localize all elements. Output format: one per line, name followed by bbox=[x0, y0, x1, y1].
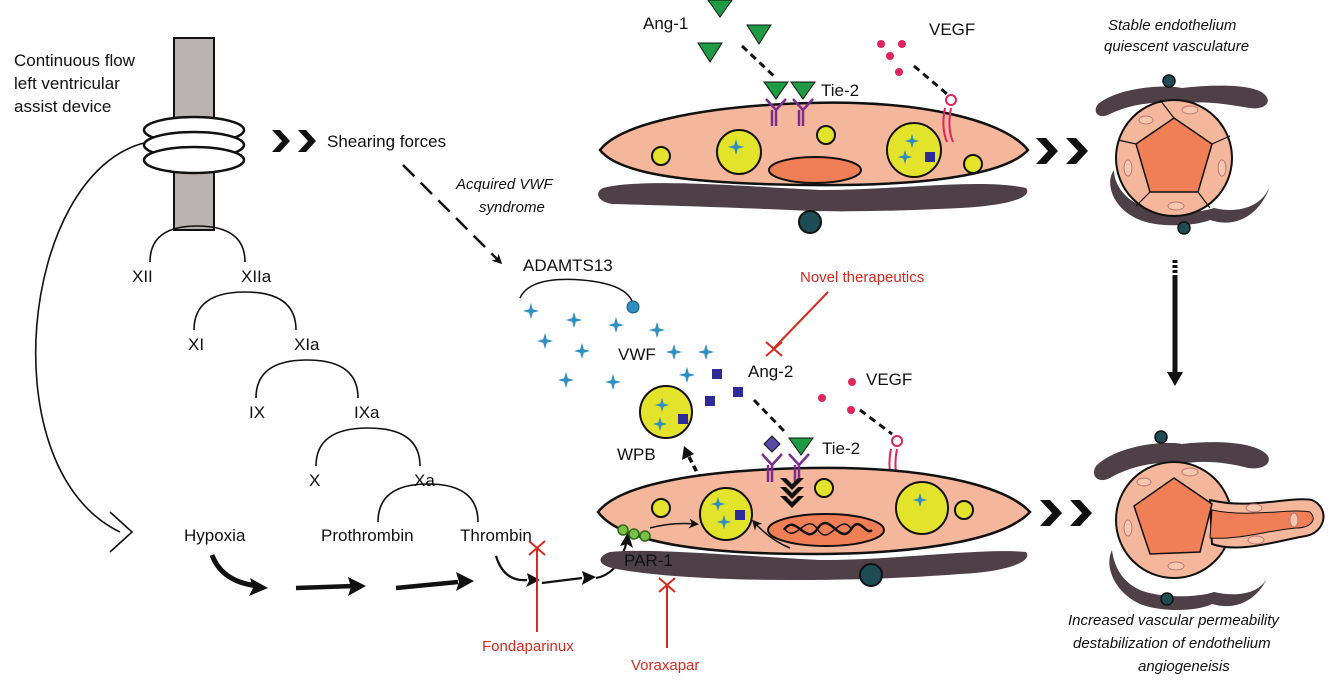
hypoxia-pathway-arrows bbox=[209, 543, 628, 591]
top-pericyte bbox=[598, 183, 1028, 234]
chevrons-to-destabilized bbox=[1040, 500, 1092, 526]
hypoxia-pathway-heads bbox=[249, 532, 633, 596]
voraxapar-label: Voraxapar bbox=[631, 657, 699, 674]
top-nucleus bbox=[768, 156, 862, 184]
vwf-label: VWF bbox=[618, 345, 656, 364]
adamts13-arc bbox=[519, 278, 634, 305]
increased-label-3: angiogeneisis bbox=[1138, 658, 1230, 675]
top-tie2-label: Tie-2 bbox=[821, 81, 859, 100]
shearing-forces-label: Shearing forces bbox=[327, 132, 446, 151]
device-to-hypoxia-arrow bbox=[34, 142, 145, 533]
bottom-wpb-inside bbox=[699, 481, 949, 541]
fondaparinux-inhibitor bbox=[528, 540, 546, 632]
ang1-label: Ang-1 bbox=[643, 14, 688, 33]
bottom-vegf-label: VEGF bbox=[866, 370, 912, 389]
nucleus-to-wpb-arrow bbox=[752, 519, 791, 549]
adamts13-label: ADAMTS13 bbox=[523, 256, 613, 275]
tie2-signal-chevrons bbox=[780, 478, 804, 508]
fondaparinux-label: Fondaparinux bbox=[482, 638, 574, 655]
hypoxia-label: Hypoxia bbox=[184, 526, 246, 545]
stable-vessel bbox=[1095, 74, 1270, 235]
stable-label-2: quiescent vasculature bbox=[1104, 38, 1249, 55]
wpb-granule bbox=[639, 385, 693, 439]
factor-ix: IX bbox=[249, 403, 265, 422]
novel-therapeutics-label: Novel therapeutics bbox=[800, 269, 924, 286]
acquired-vwf-label-2: syndrome bbox=[479, 199, 545, 216]
stable-to-destabilized-arrowhead bbox=[1167, 372, 1183, 386]
chevrons-to-stable bbox=[1036, 138, 1088, 164]
shearing-to-vwf-arrow bbox=[402, 164, 503, 265]
top-tie2-receptors bbox=[765, 98, 814, 126]
destabilized-vessel bbox=[1093, 430, 1325, 610]
top-granules bbox=[651, 125, 983, 174]
par1-to-wpb-arrow bbox=[649, 518, 699, 529]
device-label-1: Continuous flow bbox=[14, 51, 136, 70]
lvad-device bbox=[142, 37, 246, 231]
bottom-vegf-molecules bbox=[818, 378, 903, 447]
novel-therapeutics-inhibitor bbox=[765, 291, 829, 357]
factor-x: X bbox=[309, 471, 320, 490]
factor-ixa: IXa bbox=[354, 403, 380, 422]
device-label-3: assist device bbox=[14, 97, 111, 116]
voraxapar-inhibitor bbox=[658, 577, 676, 648]
top-vegf-molecules bbox=[877, 40, 957, 106]
bottom-tie2-label: Tie-2 bbox=[822, 439, 860, 458]
increased-label-1: Increased vascular permeability bbox=[1068, 612, 1280, 629]
top-vegf-label: VEGF bbox=[929, 20, 975, 39]
factor-xiia: XIIa bbox=[241, 267, 272, 286]
ang2-dashed-line bbox=[752, 398, 787, 434]
ang2-molecules bbox=[705, 369, 743, 406]
wpb-exocytosis-arrowhead bbox=[682, 446, 694, 460]
bottom-ligands bbox=[763, 435, 814, 456]
par1-label: PAR-1 bbox=[624, 551, 673, 570]
factor-xii: XII bbox=[132, 267, 153, 286]
prothrombin-label: Prothrombin bbox=[321, 526, 414, 545]
factor-xia: XIa bbox=[294, 335, 320, 354]
device-label-2: left ventricular bbox=[14, 74, 120, 93]
acquired-vwf-label-1: Acquired VWF bbox=[455, 176, 554, 193]
coagulation-arcs bbox=[149, 225, 479, 523]
device-to-hypoxia-arrowhead bbox=[109, 511, 134, 553]
top-vegf-dashed-line bbox=[913, 64, 948, 96]
bottom-pericyte bbox=[600, 550, 1028, 587]
top-wpb-large bbox=[716, 122, 942, 178]
dna-helix-2 bbox=[783, 523, 853, 536]
ang1-molecules bbox=[697, 0, 816, 100]
bottom-vegf-dashed-line bbox=[859, 408, 893, 436]
factor-xi: XI bbox=[188, 335, 204, 354]
thrombin-label: Thrombin bbox=[460, 526, 532, 545]
par1-receptor bbox=[617, 524, 651, 542]
bottom-nucleus bbox=[767, 513, 885, 547]
adamts13-enzyme bbox=[626, 300, 640, 314]
wpb-label: WPB bbox=[617, 445, 656, 464]
stable-label-1: Stable endothelium bbox=[1108, 17, 1236, 34]
increased-label-2: destabilization of endothelium bbox=[1073, 635, 1271, 652]
bottom-granules bbox=[651, 478, 974, 520]
factor-xa: Xa bbox=[414, 471, 435, 490]
top-vegf-receptor bbox=[942, 107, 954, 143]
ang1-dashed-line bbox=[740, 44, 778, 80]
chevrons-to-shearing bbox=[272, 130, 316, 152]
ang2-label: Ang-2 bbox=[748, 362, 793, 381]
